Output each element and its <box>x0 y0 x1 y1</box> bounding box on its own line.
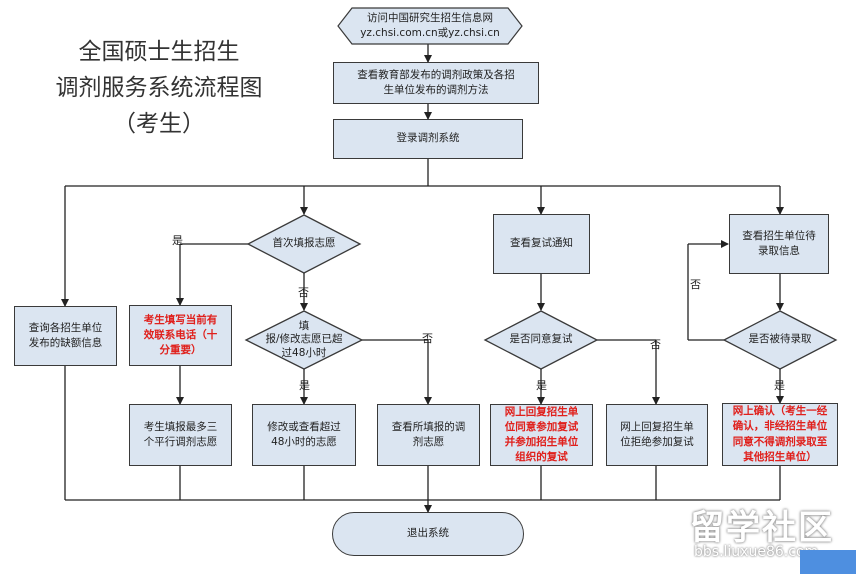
page-title: 全国硕士生招生 调剂服务系统流程图 （考生） <box>55 39 263 137</box>
reply-agree-node: 网上回复招生单 位同意参加复试 并参加招生单位 组织的复试 <box>490 404 593 466</box>
watermark: 留学社区 bbs.liuxue86.com <box>676 496 856 574</box>
label-no-agree: 否 <box>650 338 661 351</box>
admitted-decision: 是否被待录取 <box>748 333 812 346</box>
exit-node: 退出系统 <box>332 512 524 556</box>
label-no-admitted: 否 <box>690 278 701 291</box>
label-yes-first-fill: 是 <box>172 234 183 247</box>
confirm-node: 网上确认（考生一经 确认，非经招生单位 同意不得调剂录取至 其他招生单位） <box>722 403 838 466</box>
label-no-first-fill: 否 <box>298 286 309 299</box>
start-node: 访问中国研究生招生信息网 yz.chsi.com.cn或yz.chsi.cn <box>360 11 500 39</box>
view-admission-node: 查看招生单位待 录取信息 <box>729 214 829 274</box>
view-filled-node: 查看所填报的调 剂志愿 <box>377 404 480 466</box>
retest-notice-node: 查看复试通知 <box>493 214 590 274</box>
modify-48h-node: 修改或查看超过 48小时的志愿 <box>252 404 356 466</box>
watermark-url: bbs.liuxue86.com <box>694 544 819 560</box>
policy-node: 查看教育部发布的调剂政策及各招 生单位发布的调剂方法 <box>333 62 539 104</box>
agree-retest-decision: 是否同意复试 <box>509 333 573 346</box>
label-no-over48: 否 <box>422 332 433 345</box>
watermark-logo-text: 留学社区 <box>690 508 834 548</box>
fill-three-node: 考生填报最多三 个平行调剂志愿 <box>129 404 232 466</box>
over-48h-decision: 填 报/修改志愿已超 过48小时 <box>265 319 343 359</box>
label-yes-agree: 是 <box>536 379 547 392</box>
login-node: 登录调剂系统 <box>333 119 523 159</box>
start-node-shape <box>337 7 523 45</box>
reply-refuse-node: 网上回复招生单 位拒绝参加复试 <box>606 404 708 466</box>
label-yes-admitted: 是 <box>774 379 785 392</box>
vacancy-node: 查询各招生单位 发布的缺额信息 <box>14 306 117 366</box>
label-yes-over48: 是 <box>299 379 310 392</box>
watermark-block <box>800 550 856 574</box>
first-fill-decision: 首次填报志愿 <box>272 237 336 250</box>
contact-phone-node: 考生填写当前有 效联系电话（十 分重要） <box>129 305 232 366</box>
